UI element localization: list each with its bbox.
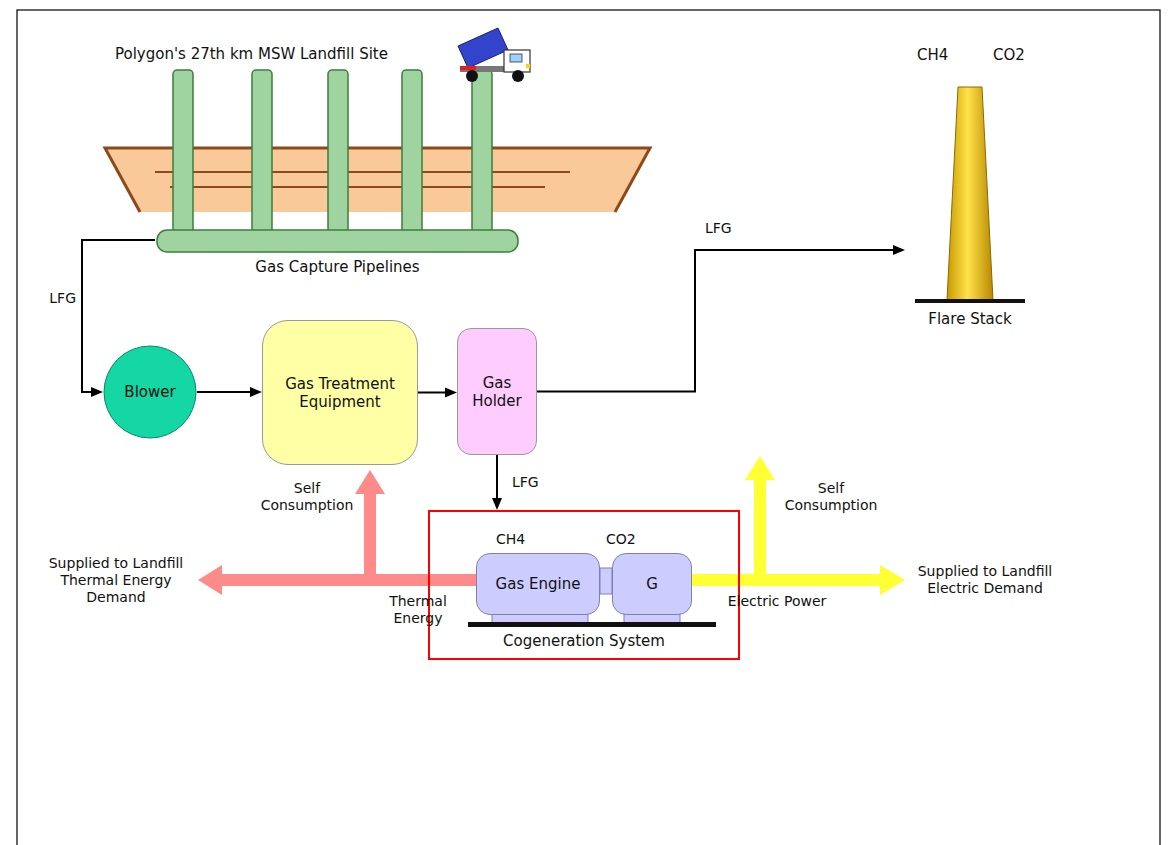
base-bar <box>468 622 716 627</box>
engine-foot <box>492 614 588 623</box>
arrow-head <box>445 388 457 398</box>
connector-label: LFG <box>34 290 78 307</box>
annotation-label: Supplied to Landfill Thermal Energy Dema… <box>38 555 194 605</box>
node-text: Gas Engine <box>496 575 581 593</box>
connector <box>496 455 498 498</box>
node-text: CH4 <box>917 46 948 64</box>
arrow-head <box>91 387 103 397</box>
connector <box>418 392 445 394</box>
node-text: Flare Stack <box>905 310 1035 328</box>
annotation-label: Self Consumption <box>776 480 886 514</box>
connector <box>537 250 893 392</box>
storage-box: Gas Holder <box>457 328 537 455</box>
node-text: Gas Treatment Equipment <box>269 375 411 411</box>
system-boundary: Cogeneration System Gas Engine G <box>428 510 740 660</box>
node-text: CO2 <box>993 46 1025 64</box>
gas-label: CH4 <box>496 531 525 548</box>
annotation-label: Self Consumption <box>255 480 359 514</box>
annotation-label: Thermal Energy <box>376 593 460 627</box>
gas-label: CO2 <box>606 531 636 548</box>
process-box: Gas Treatment Equipment <box>262 320 418 465</box>
frame <box>17 10 1160 845</box>
generator-box: G <box>612 553 692 615</box>
electric-self-arrow <box>745 456 775 574</box>
arrow-head <box>893 245 905 255</box>
thermal-self-arrow <box>355 470 385 574</box>
generator-foot <box>624 614 680 623</box>
connector <box>197 391 250 393</box>
engine-box: Gas Engine <box>476 553 600 615</box>
annotation-label: Supplied to Landfill Electric Demand <box>910 563 1060 597</box>
flare-stack-drawing <box>905 42 1035 332</box>
arrow-head <box>492 498 502 510</box>
landfill-site: Polygon's 27th km MSW Landfill Site <box>100 40 660 215</box>
blower-circle: Blower <box>103 345 197 439</box>
flare-stack: CH4 CO2Flare Stack <box>905 42 1035 332</box>
landfill-drawing <box>100 40 660 240</box>
node-text: Blower <box>124 383 175 401</box>
node-text: Gas Capture Pipelines <box>155 258 520 276</box>
shaft <box>600 568 612 594</box>
node-text: Gas Holder <box>464 374 530 410</box>
thermal-arrow <box>198 565 476 595</box>
connector-label: LFG <box>703 220 734 237</box>
node-text: Cogeneration System <box>430 632 738 650</box>
electric-arrow <box>692 565 905 595</box>
annotation-label: Electric Power <box>722 593 832 610</box>
pipeline-drawing <box>155 228 520 254</box>
node-text: Polygon's 27th km MSW Landfill Site <box>115 45 388 63</box>
connector-label: LFG <box>510 474 541 491</box>
gas-capture-pipeline: Gas Capture Pipelines <box>155 228 520 278</box>
arrow-head <box>250 387 262 397</box>
node-text: G <box>646 575 658 593</box>
